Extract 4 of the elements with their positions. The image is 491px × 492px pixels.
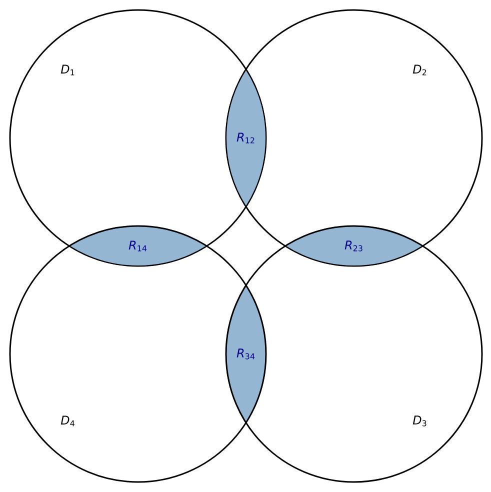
- overlap-region: R$_{12}$: [226, 68, 266, 208]
- overlap-region: R$_{14}$: [68, 226, 208, 266]
- overlap-region: R$_{23}$: [284, 226, 424, 266]
- overlap-region: R$_{34}$: [226, 284, 266, 424]
